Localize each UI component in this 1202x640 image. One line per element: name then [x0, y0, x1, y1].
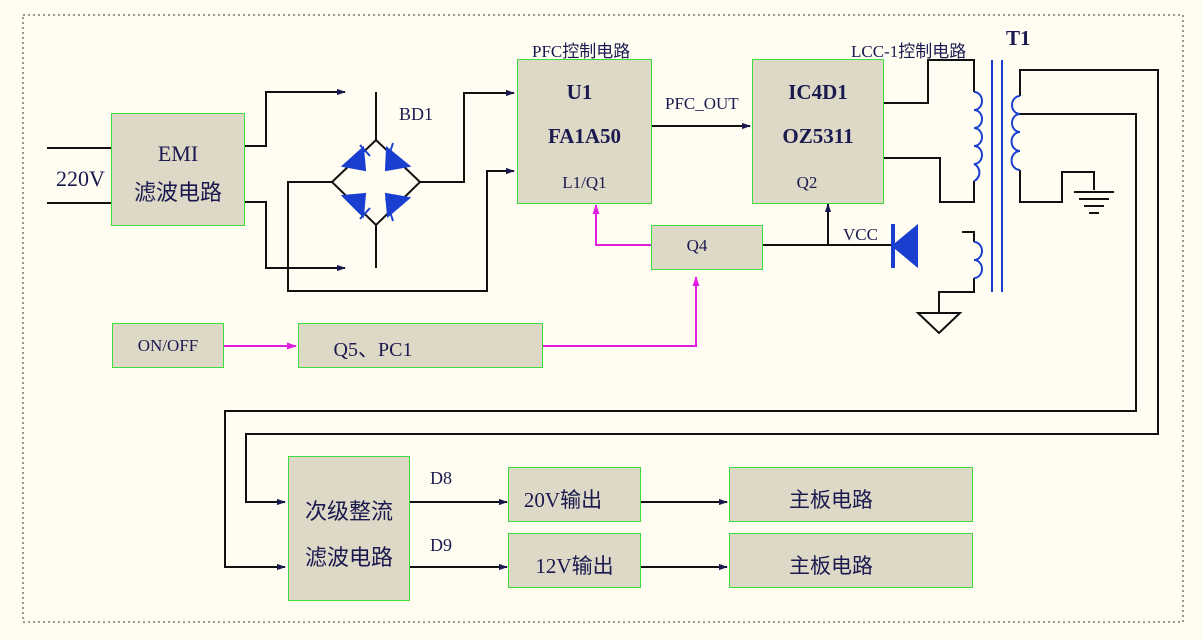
lcc-pin-label: Q2 — [796, 173, 818, 192]
secondary-label-line2: 滤波电路 — [304, 545, 393, 570]
output-12v-block — [508, 533, 641, 588]
vcc-diode-icon — [891, 223, 918, 269]
primary-winding — [973, 91, 983, 182]
q4-block — [651, 225, 763, 270]
wire-secondary-middle — [224, 113, 1137, 571]
diode-d9-label: D9 — [430, 535, 452, 555]
pfc-ic-model: FA1A50 — [547, 124, 622, 148]
wire-bridge-negative — [287, 167, 515, 292]
output-20v-block — [508, 467, 641, 522]
mainboard-label-2: 主板电路 — [789, 554, 873, 578]
wire-lcc-to-transformer-top — [884, 59, 975, 104]
pfc-pin-label: L1/Q1 — [562, 173, 607, 192]
onoff-block — [112, 323, 224, 368]
wire-q4-to-pfc — [592, 204, 651, 246]
wire-emi-to-bridge-top — [245, 88, 346, 147]
wire-aux-ground — [938, 278, 975, 313]
emi-label-line1: EMI — [157, 141, 199, 166]
lcc-caption: LCC-1控制电路 — [851, 42, 967, 61]
diode-icon — [340, 144, 371, 172]
pfc-caption: PFC控制电路 — [532, 42, 631, 61]
secondary-rectifier-block — [288, 456, 410, 601]
ground-triangle-icon — [915, 312, 963, 335]
secondary-label-line1: 次级整流 — [304, 499, 393, 524]
transformer-label: T1 — [1006, 26, 1031, 50]
pfc-controller-block — [517, 59, 652, 204]
mainboard-block-2 — [729, 533, 973, 588]
lcc-ic-model: OZ5311 — [782, 124, 854, 148]
emi-label-line2: 滤波电路 — [133, 180, 222, 205]
bridge-label: BD1 — [399, 104, 434, 124]
lcc-ic-name: IC4D1 — [788, 80, 848, 104]
wire-emi-to-bridge-bottom — [245, 201, 346, 272]
diode-icon — [384, 142, 412, 172]
wire-secondary-top — [245, 69, 1159, 506]
q5-pc1-block — [298, 323, 543, 368]
aux-winding — [973, 241, 983, 279]
bridge-rectifier-outline — [330, 138, 422, 227]
pfc-ic-name: U1 — [566, 80, 593, 104]
pfc-out-label: PFC_OUT — [665, 94, 739, 113]
wire-bridge-to-pfc — [420, 89, 515, 183]
ground-icon — [1074, 191, 1114, 214]
vcc-label: VCC — [843, 225, 878, 244]
diode-icon — [384, 192, 412, 222]
lcc-controller-block — [752, 59, 884, 204]
wire-aux-winding — [962, 231, 975, 242]
q5-pc1-label: Q5、PC1 — [333, 339, 413, 361]
wire-q5-to-q4 — [543, 276, 700, 347]
q4-label: Q4 — [686, 236, 708, 255]
diagram-frame — [22, 14, 1184, 623]
diode-d8-label: D8 — [430, 468, 452, 488]
mainboard-block-1 — [729, 467, 973, 522]
emi-filter-block — [111, 113, 245, 226]
input-voltage-label: 220V — [56, 166, 105, 191]
output-20v-label: 20V输出 — [523, 488, 603, 512]
secondary-winding-upper — [1011, 95, 1021, 115]
onoff-label: ON/OFF — [137, 336, 199, 355]
output-12v-label: 12V输出 — [535, 554, 614, 578]
wire-secondary-ground — [1019, 170, 1095, 203]
mainboard-label-1: 主板电路 — [789, 488, 873, 512]
secondary-winding-lower — [1010, 113, 1021, 171]
diode-icon — [340, 192, 371, 220]
transformer-icon — [973, 60, 1021, 292]
wire-lcc-to-transformer-bottom — [884, 157, 975, 203]
